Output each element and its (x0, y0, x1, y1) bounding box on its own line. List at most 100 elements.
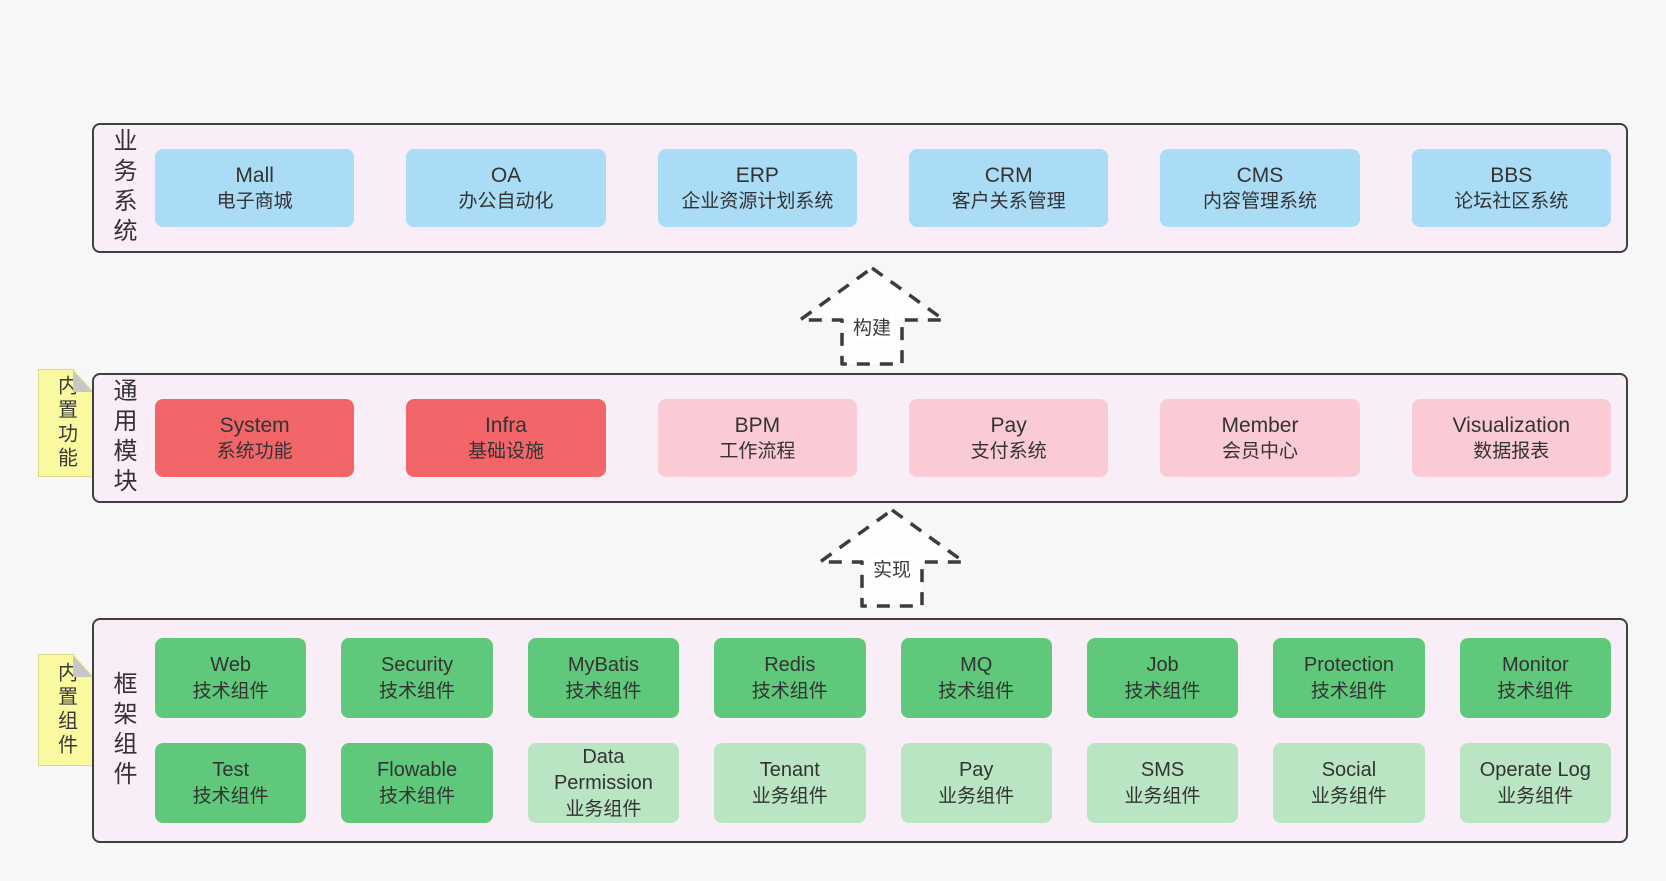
box-redis: Redis 技术组件 (714, 638, 866, 718)
box-desc: 业务组件 (565, 798, 642, 820)
box-name: Web (210, 654, 252, 677)
box-name: Job (1146, 654, 1179, 677)
box-name: SMS (1140, 759, 1185, 782)
box-name: System (219, 413, 290, 437)
box-name: Redis (764, 654, 816, 677)
box-desc: 会员中心 (1221, 441, 1298, 463)
box-bbs: BBS 论坛社区系统 (1411, 149, 1611, 227)
folded-corner (73, 655, 93, 677)
box-name: MyBatis (567, 654, 639, 677)
section-title-framework: 框架组件 (109, 670, 136, 791)
box-name: Social (1321, 759, 1377, 782)
box-desc: 数据报表 (1473, 441, 1550, 463)
box-system: System 系统功能 (155, 399, 355, 477)
arrow-build-up: 构建 (792, 264, 952, 368)
box-name: Visualization (1452, 413, 1571, 437)
section-framework-components: 框架组件 Web 技术组件 Security 技术组件 MyBatis 技术组件… (92, 618, 1628, 843)
folded-corner (73, 370, 93, 392)
box-mybatis: MyBatis 技术组件 (527, 638, 680, 718)
box-erp: ERP 企业资源计划系统 (657, 149, 857, 227)
box-desc: 技术组件 (1310, 680, 1387, 702)
box-tenant: Tenant 业务组件 (714, 743, 866, 823)
box-name: MQ (960, 654, 993, 677)
box-job: Job 技术组件 (1086, 638, 1239, 718)
box-pay-system: Pay 支付系统 (908, 399, 1109, 477)
box-flowable: Flowable 技术组件 (341, 743, 493, 823)
modules-box-row: System 系统功能 Infra 基础设施 BPM 工作流程 Pay 支付系统… (155, 375, 1611, 501)
box-desc: 技术组件 (379, 680, 456, 702)
box-name: CMS (1236, 163, 1284, 187)
box-bpm: BPM 工作流程 (657, 399, 857, 477)
box-name: CRM (984, 163, 1033, 187)
framework-row-2: Test 技术组件 Flowable 技术组件 Data Permission … (155, 743, 1611, 823)
sticky-note-built-in-features: 内置功能 (38, 369, 94, 477)
box-desc: 技术组件 (1124, 680, 1201, 702)
section-title-business: 业务系统 (109, 128, 136, 248)
box-operate-log: Operate Log 业务组件 (1459, 743, 1611, 823)
box-pay-component: Pay 业务组件 (900, 743, 1052, 823)
box-desc: 技术组件 (565, 680, 642, 702)
box-name: Data Permission (553, 746, 653, 795)
box-desc: 技术组件 (192, 680, 269, 702)
box-desc: 业务组件 (938, 785, 1015, 807)
box-security: Security 技术组件 (341, 638, 493, 718)
box-name: Security (380, 654, 454, 677)
box-name: Infra (484, 413, 527, 437)
box-name: BBS (1490, 163, 1533, 187)
box-mall: Mall 电子商城 (155, 149, 355, 227)
box-desc: 企业资源计划系统 (681, 191, 834, 213)
sticky-label: 内置组件 (54, 662, 77, 758)
sticky-label: 内置功能 (54, 375, 77, 471)
box-name: Member (1221, 413, 1299, 437)
box-name: Flowable (377, 759, 458, 782)
box-name: Operate Log (1479, 759, 1591, 782)
sticky-note-built-in-components: 内置组件 (38, 654, 94, 766)
box-crm: CRM 客户关系管理 (908, 149, 1109, 227)
business-box-row: Mall 电子商城 OA 办公自动化 ERP 企业资源计划系统 CRM 客户关系… (155, 125, 1611, 251)
box-desc: 内容管理系统 (1202, 191, 1317, 213)
box-desc: 电子商城 (216, 191, 293, 213)
box-test: Test 技术组件 (155, 743, 307, 823)
box-monitor: Monitor 技术组件 (1459, 638, 1611, 718)
box-desc: 基础设施 (467, 441, 544, 463)
box-protection: Protection 技术组件 (1273, 638, 1425, 718)
framework-row-1: Web 技术组件 Security 技术组件 MyBatis 技术组件 Redi… (155, 638, 1611, 718)
arrow-implement-label: 实现 (869, 555, 915, 582)
box-name: ERP (735, 163, 779, 187)
section-common-modules: 通用模块 System 系统功能 Infra 基础设施 BPM 工作流程 Pay… (92, 373, 1628, 503)
box-name: OA (490, 163, 522, 187)
box-social: Social 业务组件 (1273, 743, 1425, 823)
box-infra: Infra 基础设施 (406, 399, 606, 477)
box-desc: 技术组件 (751, 680, 828, 702)
framework-box-grid: Web 技术组件 Security 技术组件 MyBatis 技术组件 Redi… (155, 620, 1611, 841)
box-name: Mall (235, 163, 274, 187)
box-sms: SMS 业务组件 (1086, 743, 1239, 823)
box-name: Pay (990, 413, 1027, 437)
box-visualization: Visualization 数据报表 (1411, 399, 1611, 477)
box-desc: 论坛社区系统 (1454, 191, 1569, 213)
box-desc: 业务组件 (1310, 785, 1387, 807)
box-name: Protection (1303, 654, 1394, 677)
box-desc: 业务组件 (1124, 785, 1201, 807)
box-name: Pay (958, 759, 994, 782)
box-desc: 技术组件 (1497, 680, 1574, 702)
box-name: Tenant (759, 759, 820, 782)
box-name: Monitor (1501, 654, 1569, 677)
box-desc: 工作流程 (719, 441, 796, 463)
box-desc: 技术组件 (379, 785, 456, 807)
box-web: Web 技术组件 (155, 638, 307, 718)
box-name: Test (212, 759, 250, 782)
box-desc: 办公自动化 (458, 191, 554, 213)
box-desc: 技术组件 (192, 785, 269, 807)
box-name: BPM (734, 413, 781, 437)
box-desc: 业务组件 (1497, 785, 1574, 807)
box-member: Member 会员中心 (1160, 399, 1360, 477)
box-desc: 支付系统 (970, 441, 1047, 463)
section-business-systems: 业务系统 Mall 电子商城 OA 办公自动化 ERP 企业资源计划系统 CRM… (92, 123, 1628, 253)
box-mq: MQ 技术组件 (900, 638, 1052, 718)
arrow-implement-up: 实现 (812, 506, 972, 610)
box-desc: 技术组件 (938, 680, 1015, 702)
section-title-modules: 通用模块 (109, 378, 136, 498)
box-oa: OA 办公自动化 (406, 149, 606, 227)
box-cms: CMS 内容管理系统 (1160, 149, 1360, 227)
